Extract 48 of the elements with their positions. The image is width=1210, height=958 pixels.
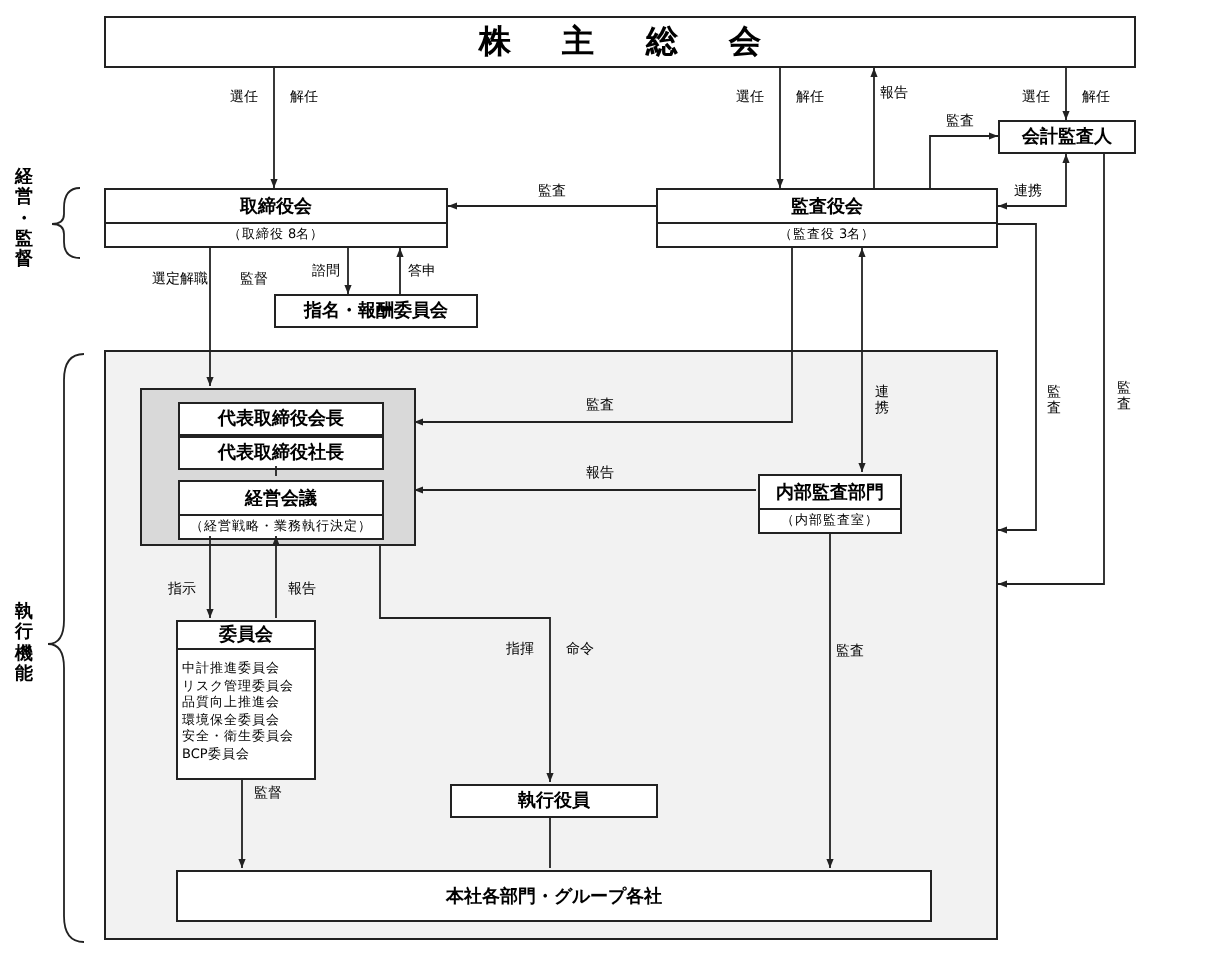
arrow bbox=[272, 535, 280, 619]
arrow bbox=[413, 247, 793, 426]
organization-box bbox=[274, 294, 478, 328]
organization-box bbox=[656, 188, 998, 248]
organization-box bbox=[450, 784, 658, 818]
organization-box bbox=[998, 120, 1136, 154]
box-title: 株主総会 bbox=[479, 21, 812, 63]
organization-box bbox=[758, 474, 902, 534]
organization-box bbox=[178, 436, 384, 470]
arrow bbox=[1062, 67, 1070, 121]
arrow bbox=[447, 202, 657, 210]
box-title: 内部監査部門 bbox=[776, 480, 884, 505]
box-title: 取締役会 bbox=[240, 194, 312, 219]
arrow bbox=[206, 535, 214, 619]
arrow bbox=[870, 67, 878, 189]
arrow bbox=[929, 132, 999, 189]
arrow bbox=[776, 67, 784, 189]
box-title: 執行役員 bbox=[518, 788, 590, 814]
arrow bbox=[344, 247, 352, 295]
box-title: 経営会議 bbox=[245, 486, 317, 511]
group-panel bbox=[140, 388, 416, 546]
box-title: 監査役会 bbox=[791, 195, 863, 219]
arrow bbox=[379, 543, 554, 783]
box-title: 代表取締役社長 bbox=[218, 440, 344, 466]
meeting-box bbox=[104, 16, 1136, 68]
organization-box bbox=[178, 480, 384, 540]
box-title: 委員会 bbox=[219, 622, 273, 648]
arrow bbox=[997, 153, 1070, 210]
box-title: 本社各部門・グループ各社 bbox=[446, 884, 662, 909]
arrow bbox=[997, 153, 1105, 588]
arrow bbox=[858, 247, 866, 473]
box-title: 会計監査人 bbox=[1022, 124, 1112, 150]
arrow bbox=[826, 531, 834, 869]
organization-box bbox=[176, 870, 932, 922]
committee-box bbox=[176, 620, 316, 780]
arrow bbox=[238, 777, 246, 869]
box-title: 指名・報酬委員会 bbox=[304, 298, 448, 324]
side-label: 経営・監督 bbox=[14, 168, 34, 272]
area-panel bbox=[104, 350, 998, 940]
arrow bbox=[413, 486, 757, 494]
organization-box bbox=[104, 188, 448, 248]
arrow bbox=[396, 247, 404, 295]
arrow bbox=[997, 223, 1037, 534]
arrow bbox=[206, 247, 214, 387]
organization-box bbox=[178, 402, 384, 436]
side-label: 執行機能 bbox=[14, 602, 34, 686]
box-title: 代表取締役会長 bbox=[218, 406, 344, 432]
arrow bbox=[270, 67, 278, 189]
